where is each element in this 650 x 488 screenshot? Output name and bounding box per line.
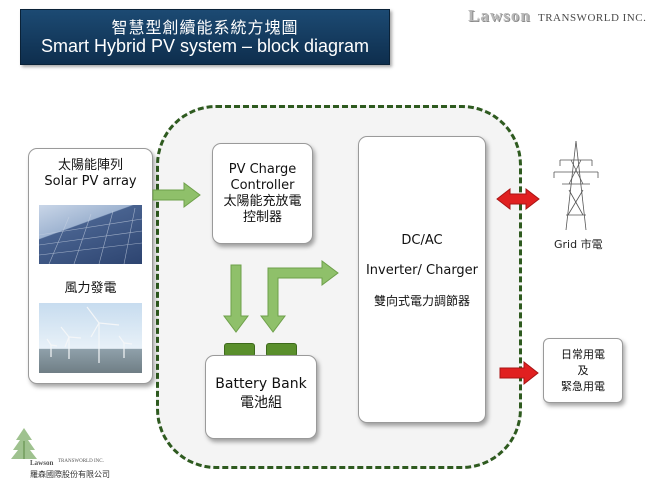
title-english: Smart Hybrid PV system – block diagram (40, 36, 370, 56)
brand-logo: Lawson (468, 6, 531, 25)
title-chinese: 智慧型創續能系統方塊圖 (111, 18, 299, 37)
company-tree-logo (11, 428, 37, 459)
battery-label-zh: 電池組 (240, 395, 282, 411)
arrow-inverter-to-load (499, 360, 539, 386)
arrow-controller-to-battery (223, 264, 249, 333)
renewable-source-box: 太陽能陣列 Solar PV array 風力發電 (28, 148, 153, 384)
charge-controller-box: PV Charge Controller 太陽能充放電 控制器 (212, 143, 313, 244)
battery-bank-box: Battery Bank 電池組 (205, 355, 317, 439)
footer-brand: Lawson (30, 459, 54, 467)
footer-company-name: 羅森國際股份有限公司 (30, 470, 110, 479)
charge-controller-line1: PV Charge (228, 162, 297, 177)
load-line3: 緊急用電 (561, 380, 605, 393)
arrow-battery-to-inverter (260, 260, 339, 333)
inverter-box: DC/AC Inverter/ Charger 雙向式電力調節器 (358, 136, 486, 423)
inverter-line2: Inverter/ Charger (365, 263, 479, 278)
solar-label-en: Solar PV array (44, 174, 137, 189)
arrow-inverter-grid-bidirectional (496, 187, 540, 211)
solar-panel-image (39, 205, 142, 264)
wind-label-zh: 風力發電 (64, 281, 117, 296)
transmission-tower-icon (553, 140, 599, 231)
charge-controller-line2: Controller (230, 178, 295, 193)
wind-turbine-image (39, 303, 142, 373)
load-line2: 及 (577, 364, 589, 377)
load-line1: 日常用電 (561, 348, 605, 361)
inverter-line1: DC/AC (401, 233, 443, 248)
battery-label-en: Battery Bank (215, 376, 307, 392)
title-banner: 智慧型創續能系統方塊圖 Smart Hybrid PV system – blo… (20, 9, 390, 65)
brand-tagline: TRANSWORLD INC. (538, 12, 647, 24)
arrow-source-to-controller (152, 182, 201, 208)
grid-label: Grid 市電 (554, 238, 603, 251)
load-box: 日常用電 及 緊急用電 (543, 338, 623, 403)
footer-tagline: TRANSWORLD INC. (58, 459, 104, 464)
inverter-line3: 雙向式電力調節器 (373, 294, 470, 308)
charge-controller-line3: 太陽能充放電 (223, 194, 302, 209)
charge-controller-line4: 控制器 (242, 210, 282, 225)
solar-label-zh: 太陽能陣列 (57, 158, 123, 173)
